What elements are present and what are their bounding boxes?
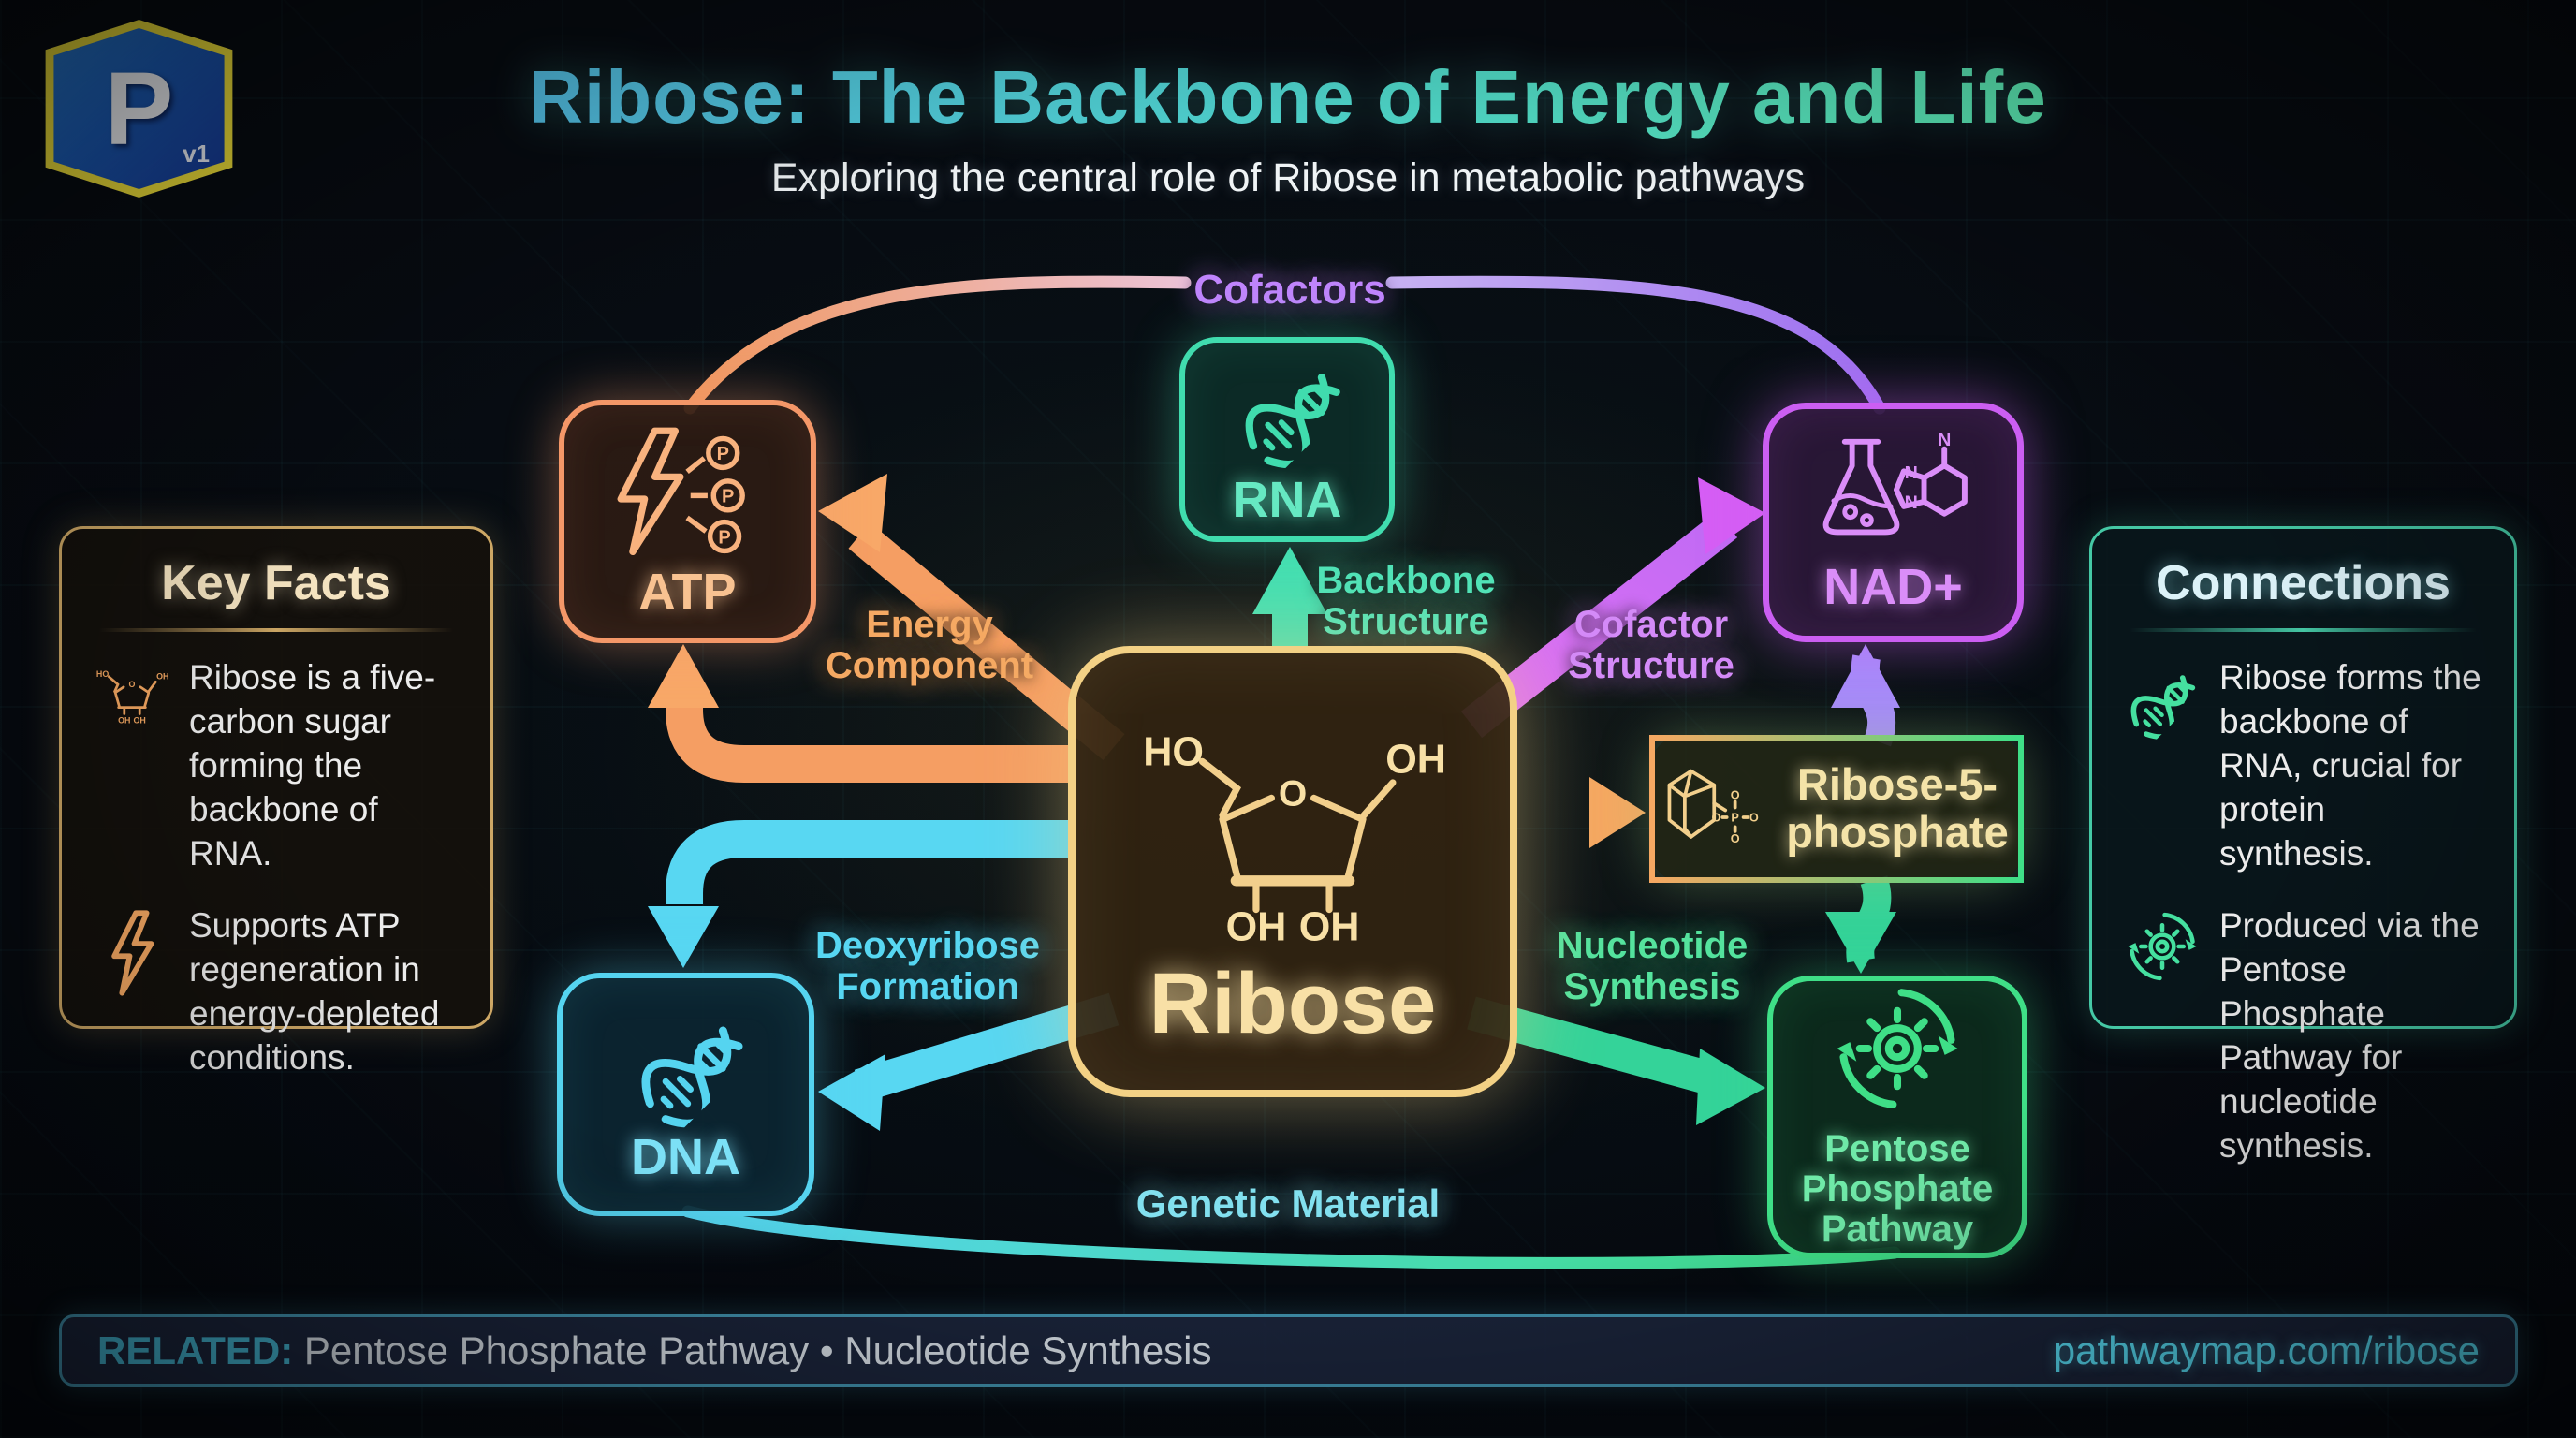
infographic-canvas: P v1 Ribose: The Backbone of Energy and … (0, 0, 2576, 1438)
vignette-overlay (0, 0, 2576, 1438)
